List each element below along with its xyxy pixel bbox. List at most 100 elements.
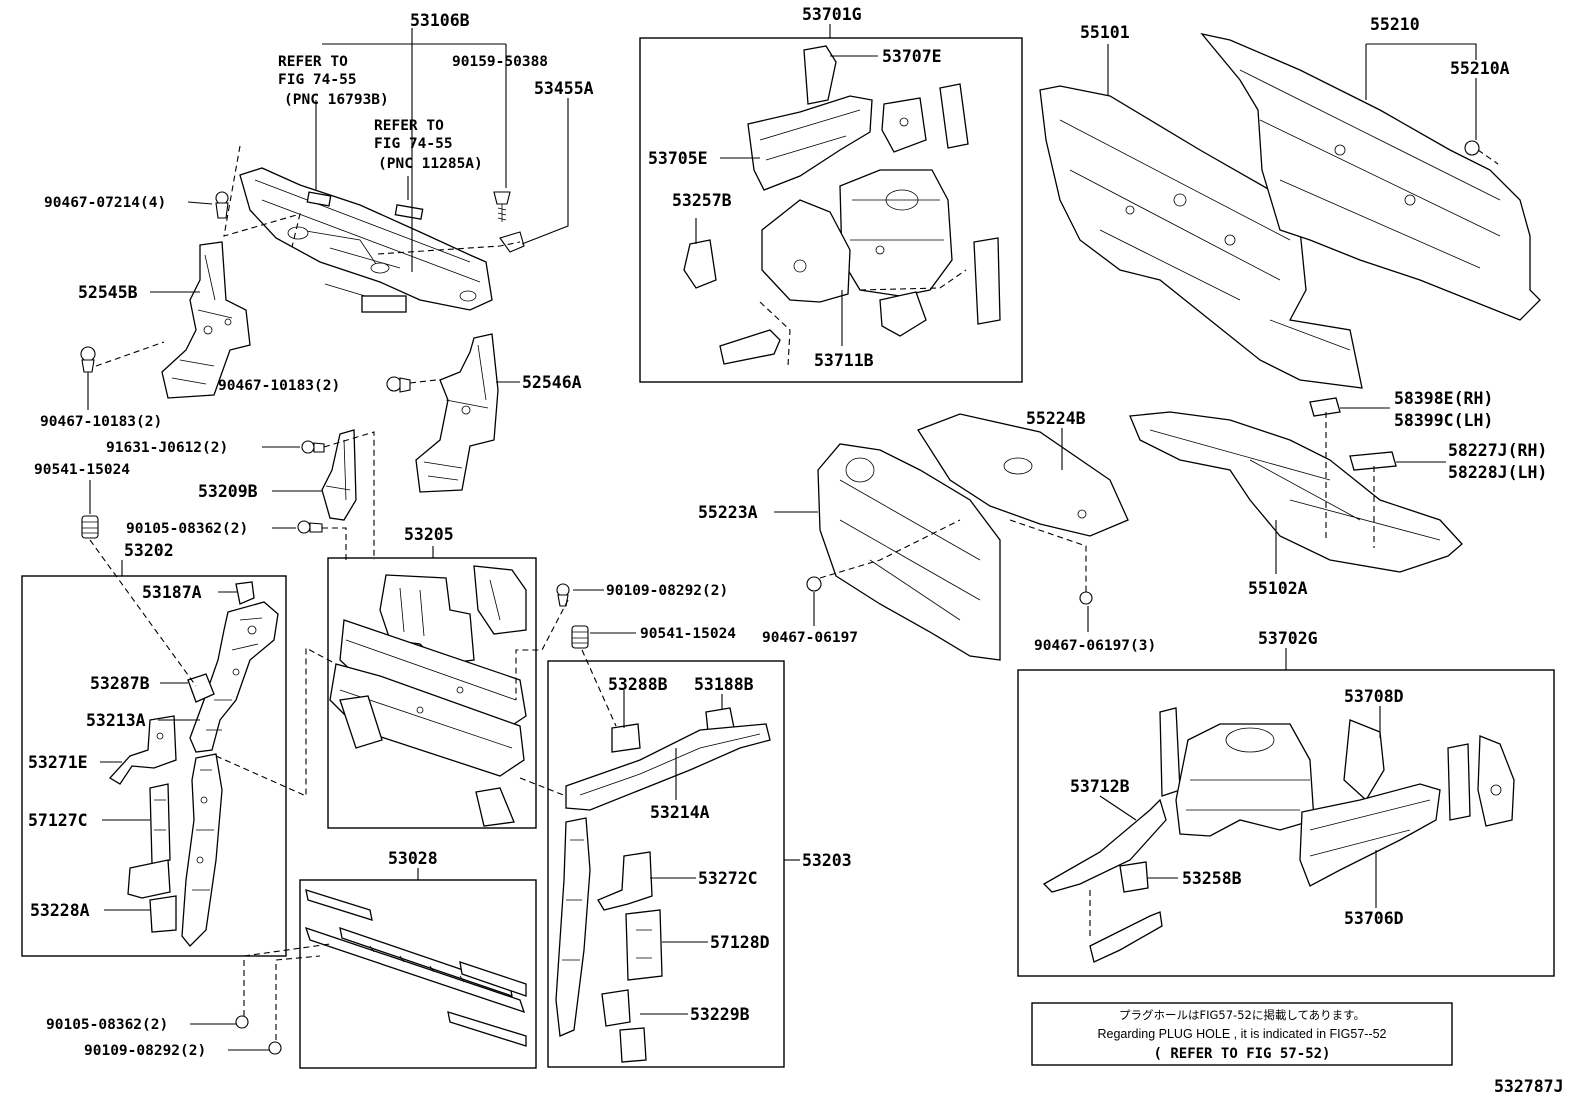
label-53708D: 53708D bbox=[1344, 687, 1404, 706]
label-refer-a-1: REFER TO bbox=[278, 54, 348, 70]
label-90105-08362-a: 90105-08362(2) bbox=[126, 521, 248, 537]
part-53213A-apron-member bbox=[189, 601, 279, 753]
label-53271E: 53271E bbox=[28, 753, 88, 772]
notice-english: Regarding PLUG HOLE , it is indicated in… bbox=[1097, 1027, 1386, 1041]
label-90159-50388: 90159-50388 bbox=[452, 54, 548, 70]
label-53707E: 53707E bbox=[882, 47, 942, 66]
part-52546A-bracket bbox=[415, 333, 499, 493]
part-58227J-bracket bbox=[1349, 451, 1397, 471]
fastener-90541-15024-b bbox=[571, 625, 589, 649]
label-55223A: 55223A bbox=[698, 503, 758, 522]
fastener-90109-08292-a bbox=[556, 583, 570, 607]
part-53706D-apron bbox=[1299, 783, 1441, 887]
label-58398E: 58398E(RH) bbox=[1394, 389, 1493, 408]
label-53702G: 53702G bbox=[1258, 629, 1318, 648]
label-53258B: 53258B bbox=[1182, 869, 1242, 888]
label-53228A: 53228A bbox=[30, 901, 90, 920]
label-refer-a-3: (PNC 16793B) bbox=[284, 92, 389, 108]
label-53214A: 53214A bbox=[650, 803, 710, 822]
label-53705E: 53705E bbox=[648, 149, 708, 168]
fastener-90467-06197-a bbox=[806, 576, 822, 592]
part-53187A-bracket bbox=[235, 581, 255, 605]
fastener-90541-15024-a bbox=[81, 515, 99, 539]
label-53272C: 53272C bbox=[698, 869, 758, 888]
part-53707E-bracket bbox=[803, 45, 837, 105]
part-53106B-cowl-panel bbox=[239, 167, 493, 313]
label-53229B: 53229B bbox=[690, 1005, 750, 1024]
label-90109-08292-b: 90109-08292(2) bbox=[84, 1043, 206, 1059]
label-90105-08362-b: 90105-08362(2) bbox=[46, 1017, 168, 1033]
part-53701G-lower-member bbox=[719, 329, 781, 365]
part-53288B-bracket bbox=[611, 723, 641, 753]
assembly-lines bbox=[89, 145, 1499, 1040]
part-53702G-lower-member bbox=[1089, 911, 1163, 963]
label-53706D: 53706D bbox=[1344, 909, 1404, 928]
part-53711B-wheelhouse bbox=[761, 169, 1001, 337]
diagram-id: 532787J bbox=[1494, 1077, 1564, 1096]
part-53287B-bracket bbox=[187, 673, 215, 703]
label-58399C: 58399C(LH) bbox=[1394, 411, 1493, 430]
label-90467-10183-b: 90467-10183(2) bbox=[218, 378, 340, 394]
part-53205-radiator-support bbox=[329, 565, 527, 827]
label-53202: 53202 bbox=[124, 541, 174, 560]
label-refer-a-2: FIG 74-55 bbox=[278, 72, 357, 88]
label-90541-15024-a: 90541-15024 bbox=[34, 462, 130, 478]
label-55102A: 55102A bbox=[1248, 579, 1308, 598]
fastener-55210A bbox=[1464, 140, 1480, 156]
label-90467-07214: 90467-07214(4) bbox=[44, 195, 166, 211]
fastener-91631-J0612 bbox=[301, 440, 325, 454]
part-58398E-bracket bbox=[1309, 397, 1341, 417]
part-53257B-bracket bbox=[683, 239, 717, 289]
part-55101-dash-panel bbox=[1039, 85, 1363, 389]
part-57127C-reinforcement bbox=[149, 783, 171, 865]
part-labels: 53106B REFER TO FIG 74-55 (PNC 16793B) R… bbox=[28, 5, 1547, 1059]
label-53106B: 53106B bbox=[410, 11, 470, 30]
part-lower-apron-member bbox=[181, 753, 223, 947]
label-53711B: 53711B bbox=[814, 351, 874, 370]
part-53229B-bracket bbox=[601, 989, 647, 1063]
part-53258B-bracket bbox=[1119, 861, 1149, 893]
label-90467-06197-b: 90467-06197(3) bbox=[1034, 638, 1156, 654]
part-55102A-floor-panel bbox=[1129, 411, 1463, 573]
plug-hole-notice: プラグホールはFIG57-52に掲載してあります。 Regarding PLUG… bbox=[1097, 1008, 1386, 1062]
part-53209B-bracket bbox=[321, 429, 357, 521]
part-53228A-bracket bbox=[127, 859, 177, 933]
label-53455A: 53455A bbox=[534, 79, 594, 98]
part-53702G-wheelhouse bbox=[1175, 723, 1315, 837]
label-58228J: 58228J(LH) bbox=[1448, 463, 1547, 482]
label-90109-08292-a: 90109-08292(2) bbox=[606, 583, 728, 599]
fastener-90109-08292-b bbox=[268, 1041, 282, 1055]
clip-53455A bbox=[499, 231, 525, 253]
box-53202 bbox=[21, 575, 287, 957]
part-55210-dash-insulator bbox=[1200, 32, 1541, 321]
fastener-90105-08362-b bbox=[235, 1015, 249, 1029]
part-53214A-apron-member bbox=[565, 723, 771, 811]
label-90541-15024-b: 90541-15024 bbox=[640, 626, 736, 642]
leader-lines bbox=[87, 24, 1477, 1051]
label-90467-06197-a: 90467-06197 bbox=[762, 630, 858, 646]
label-55210: 55210 bbox=[1370, 15, 1420, 34]
label-refer-b-1: REFER TO bbox=[374, 118, 444, 134]
part-53272C-bracket bbox=[597, 851, 653, 911]
part-53271E-bracket bbox=[108, 715, 177, 785]
label-53712B: 53712B bbox=[1070, 777, 1130, 796]
label-53028: 53028 bbox=[388, 849, 438, 868]
label-53257B: 53257B bbox=[672, 191, 732, 210]
notice-japanese: プラグホールはFIG57-52に掲載してあります。 bbox=[1119, 1008, 1365, 1022]
fastener-90105-08362-a bbox=[297, 520, 323, 534]
label-53188B: 53188B bbox=[694, 675, 754, 694]
label-91631-J0612: 91631-J0612(2) bbox=[106, 440, 228, 456]
fastener-90467-07214 bbox=[215, 191, 229, 219]
part-53708D-bracket bbox=[1343, 719, 1385, 802]
fastener-90159-50388 bbox=[493, 191, 511, 222]
part-53712B-apron bbox=[1042, 707, 1181, 893]
label-55224B: 55224B bbox=[1026, 409, 1086, 428]
notice-box bbox=[1031, 1002, 1453, 1066]
label-58227J: 58227J(RH) bbox=[1448, 441, 1547, 460]
label-52546A: 52546A bbox=[522, 373, 582, 392]
part-53028-cross-members bbox=[304, 889, 527, 1047]
fastener-90467-10183-a bbox=[80, 346, 96, 373]
part-lower-apron-53203 bbox=[555, 817, 591, 1037]
fastener-90467-10183-b bbox=[386, 376, 411, 393]
